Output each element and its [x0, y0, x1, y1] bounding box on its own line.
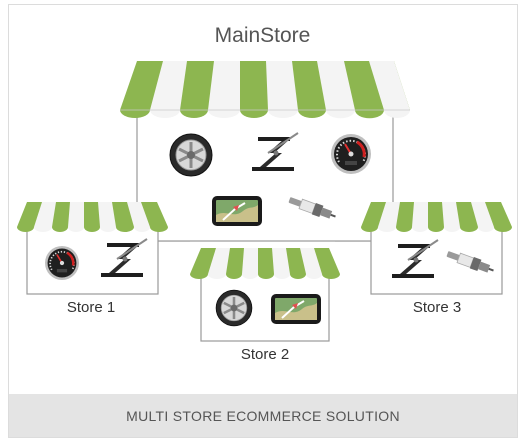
gps-navigator-icon — [270, 293, 322, 325]
store-3-awning — [361, 202, 512, 232]
store-1-label: Store 1 — [66, 299, 116, 316]
tire-icon — [214, 288, 254, 328]
store-1-awning — [17, 202, 168, 232]
speedometer-icon — [43, 244, 81, 282]
gps-navigator-icon — [211, 195, 263, 227]
footer-banner: MULTI STORE ECOMMERCE SOLUTION — [9, 394, 517, 437]
speedometer-icon — [329, 132, 373, 176]
tire-icon — [168, 132, 214, 178]
store-3-label: Store 3 — [412, 299, 462, 316]
main-store — [120, 61, 410, 242]
store-3 — [361, 202, 512, 295]
store-2-awning — [190, 248, 340, 279]
store-2 — [190, 248, 340, 342]
main-store-title: MainStore — [214, 24, 311, 47]
store-2-label: Store 2 — [240, 346, 290, 363]
main-store-awning — [120, 61, 410, 119]
footer-caption: MULTI STORE ECOMMERCE SOLUTION — [126, 408, 400, 424]
store-1 — [17, 202, 168, 295]
